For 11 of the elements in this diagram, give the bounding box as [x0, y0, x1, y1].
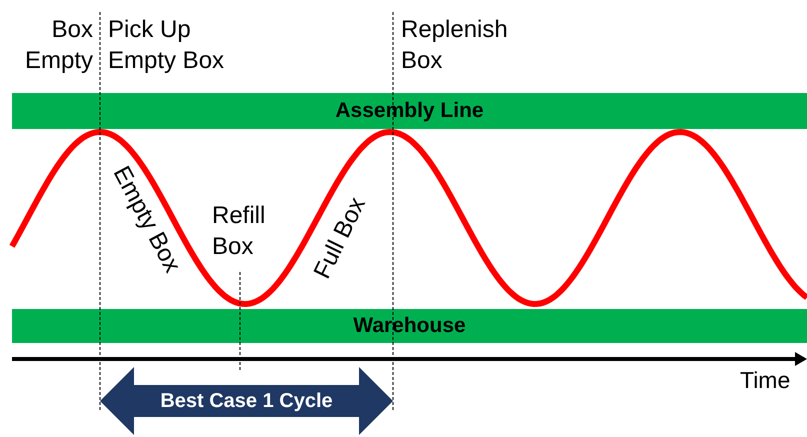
text-label: Refill Box	[212, 201, 266, 262]
band-label: Warehouse	[353, 314, 466, 338]
band	[12, 309, 807, 343]
arrow-label: Best Case 1 Cycle	[160, 390, 333, 412]
band	[12, 93, 807, 129]
text-label: Full Box	[308, 192, 372, 284]
band-label: Assembly Line	[335, 99, 484, 123]
text-label: Time	[740, 366, 792, 395]
text-label: Box Empty	[24, 15, 93, 76]
text-label: Pick Up Empty Box	[108, 15, 226, 76]
text-label: Replenish Box	[401, 15, 509, 76]
